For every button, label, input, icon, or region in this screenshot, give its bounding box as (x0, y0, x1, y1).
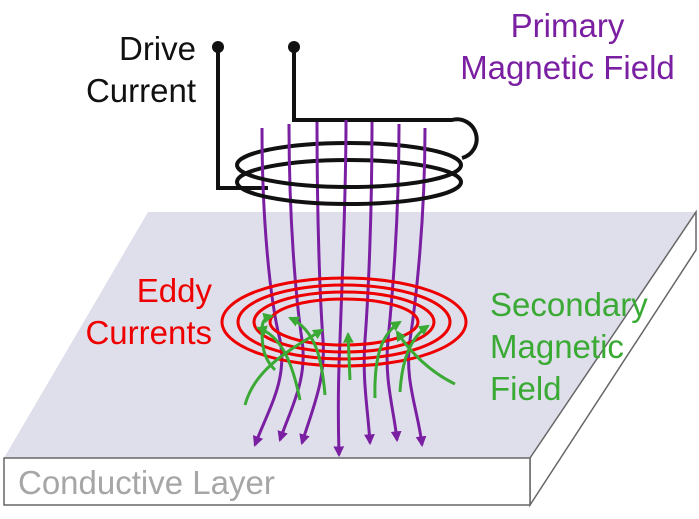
coil-loop (235, 181, 463, 206)
primary-field-label-line-1: Primary (510, 7, 625, 44)
drive-lead-left (216, 48, 268, 190)
coil-back (235, 141, 463, 183)
eddy-ring (220, 276, 468, 368)
secondary-field-line (255, 325, 302, 401)
eddy-currents-label-line-2: Currents (85, 313, 212, 351)
eddy-currents-label: Eddy Currents (52, 270, 212, 354)
secondary-field-line (260, 312, 277, 372)
drive-lead-right (292, 48, 479, 160)
secondary-field-label-line-3: Field (490, 369, 562, 407)
drive-leads (216, 48, 479, 190)
primary-field-line (333, 119, 348, 458)
primary-field-label-line-2: Magnetic Field (460, 48, 675, 86)
eddy-currents-label-line-1: Eddy (136, 272, 212, 309)
secondary-field-label-line-1: Secondary (490, 286, 648, 323)
primary-field-line (362, 121, 375, 446)
drive-current-label-line-2: Current (85, 71, 196, 109)
conductive-layer-label: Conductive Layer (18, 464, 275, 501)
primary-field-label: Primary Magnetic Field (440, 5, 695, 89)
eddy-ring (252, 290, 436, 354)
secondary-field-line (398, 324, 430, 393)
secondary-field-line (243, 328, 324, 406)
secondary-field-lines (243, 312, 456, 406)
plate-front-face (3, 457, 531, 506)
secondary-field-line (373, 320, 402, 399)
primary-field-line (277, 123, 305, 443)
drive-terminal-left (212, 41, 224, 53)
drive-current-label-line-1: Drive (118, 30, 196, 67)
secondary-field-line (288, 316, 327, 396)
secondary-field-line (395, 330, 456, 386)
drive-terminal-right (288, 41, 300, 53)
secondary-field-label: Secondary Magnetic Field (490, 284, 690, 410)
drive-current-label: Drive Current (56, 28, 196, 112)
eddy-ring (236, 283, 452, 361)
secondary-field-line (342, 331, 354, 381)
secondary-field-label-line-2: Magnetic (490, 327, 624, 365)
coil-loop (235, 164, 463, 189)
coil-front (235, 164, 463, 206)
